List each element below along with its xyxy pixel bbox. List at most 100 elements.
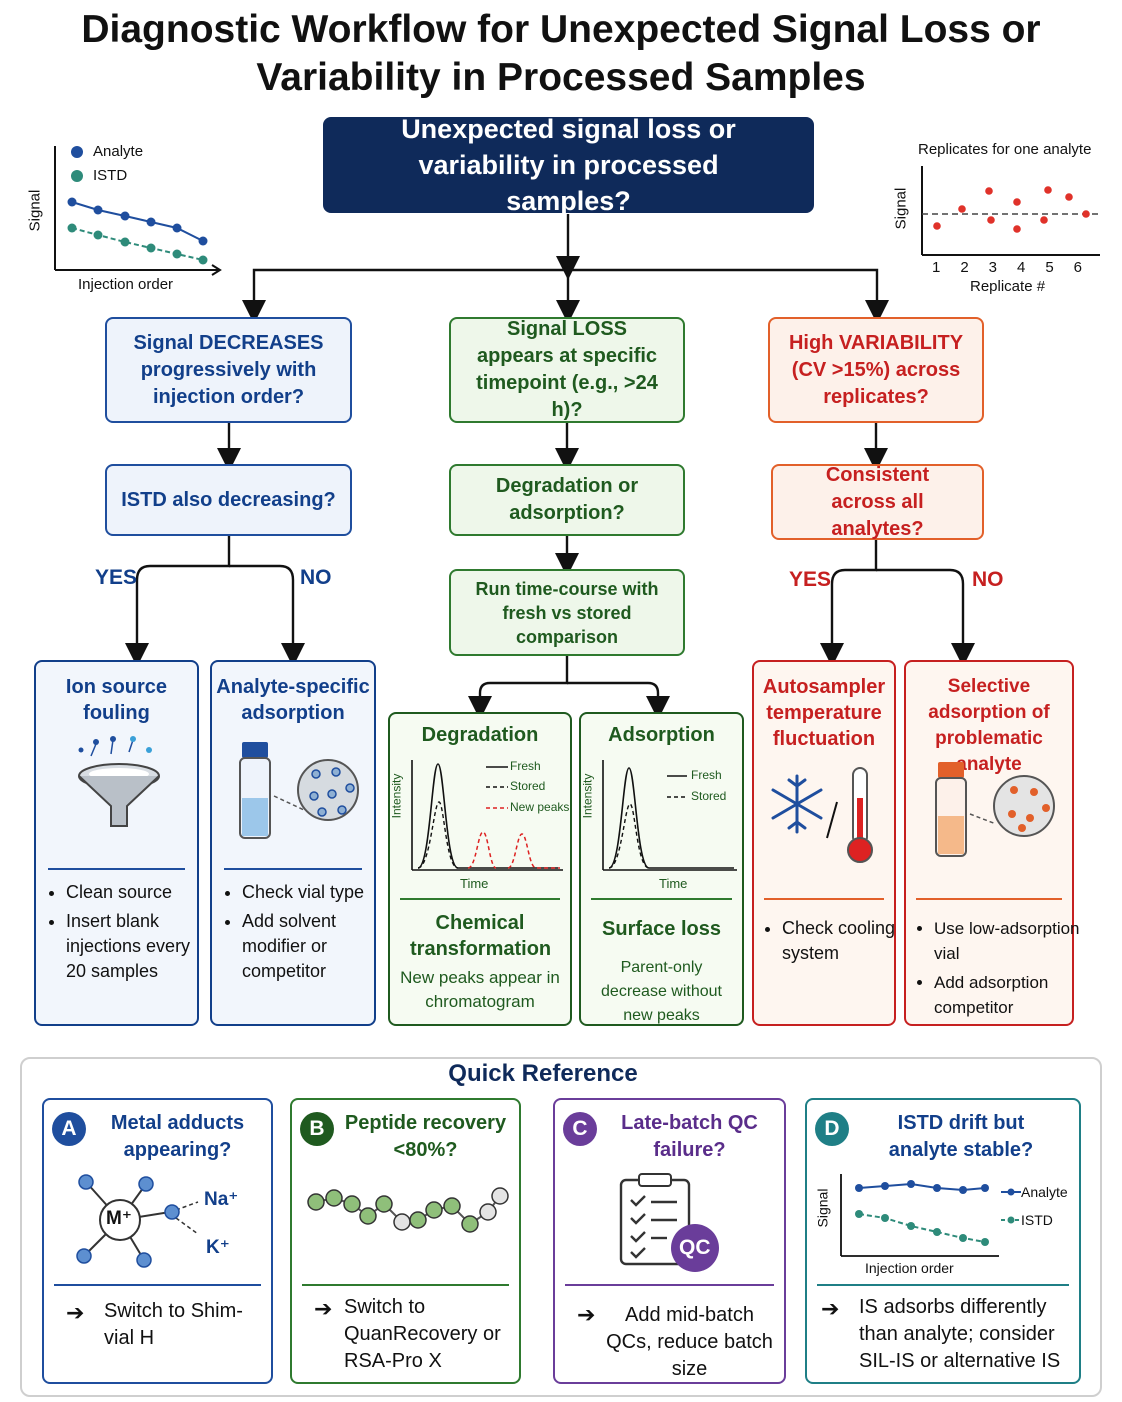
left-inset-plot bbox=[54, 146, 222, 276]
istd-drift-plot bbox=[840, 1174, 1021, 1257]
qc-badge-label: QC bbox=[679, 1236, 711, 1259]
bullet: Check cooling system bbox=[782, 916, 906, 966]
blue-yes-label: YES bbox=[95, 566, 138, 589]
metal-center-label: M⁺ bbox=[106, 1208, 132, 1229]
card-divider bbox=[916, 898, 1062, 900]
tick-2: 2 bbox=[960, 259, 969, 276]
card-analyte-adsorption-title: Analyte-specific adsorption bbox=[216, 676, 370, 724]
q-consistent-text: Consistent across all analytes? bbox=[825, 463, 930, 540]
quick-card-d-action: IS adsorbs differently than analyte; con… bbox=[859, 1296, 1061, 1372]
tick-4: 4 bbox=[1016, 259, 1026, 276]
right-inset-ylabel: Signal bbox=[892, 187, 910, 230]
card-adsorption-title: Adsorption bbox=[608, 724, 715, 746]
quick-card-a-title: Metal adducts appearing? bbox=[110, 1112, 245, 1161]
legend-analyte-dot bbox=[71, 146, 83, 158]
flow-connectors bbox=[125, 214, 975, 720]
right-inset-plot bbox=[921, 166, 1100, 256]
card-adsorption[interactable]: Adsorption Fresh Stored Intensity Time S… bbox=[579, 712, 744, 1026]
step-time-course[interactable]: Run time-course with fresh vs stored com… bbox=[449, 569, 685, 656]
legend-istd-dot bbox=[71, 170, 83, 182]
blue-no-label: NO bbox=[300, 566, 332, 589]
q-high-variability-text: High VARIABILITY (CV >15%) across replic… bbox=[788, 331, 964, 408]
bullet: Add solvent modifier or competitor bbox=[242, 909, 382, 984]
tick-5: 5 bbox=[1045, 259, 1054, 276]
card-divider bbox=[764, 898, 884, 900]
card-divider bbox=[400, 898, 560, 900]
legend-new-peaks: New peaks bbox=[510, 800, 570, 814]
quick-reference-title: Quick Reference bbox=[448, 1060, 638, 1087]
title-line-2: Variability in Processed Samples bbox=[256, 56, 866, 99]
bullet: Use low-adsorption vial bbox=[934, 916, 1084, 966]
arrow-right-icon: ➔ bbox=[821, 1296, 840, 1321]
quick-card-b-action: Switch to QuanRecovery or RSA-Pro X bbox=[344, 1296, 501, 1372]
degradation-xlabel: Time bbox=[460, 876, 489, 891]
q-istd-decreasing[interactable]: ISTD also decreasing? bbox=[105, 464, 352, 536]
adsorption-ylabel: Intensity bbox=[580, 773, 595, 819]
card-degradation[interactable]: Degradation Fresh Stored New peaks Inten… bbox=[388, 712, 572, 1026]
q-high-variability[interactable]: High VARIABILITY (CV >15%) across replic… bbox=[768, 317, 984, 423]
left-inset-ylabel: Signal bbox=[26, 189, 44, 232]
card-divider bbox=[224, 868, 362, 870]
left-inset-chart: Analyte ISTD Signal Injection order bbox=[26, 138, 230, 298]
bullet: Check vial type bbox=[242, 880, 382, 905]
q-degradation-text: Degradation or adsorption? bbox=[495, 475, 639, 524]
card-selective-adsorption-title: Selective adsorption of problematic anal… bbox=[928, 676, 1050, 775]
card-divider bbox=[565, 1284, 774, 1286]
vial-icon bbox=[239, 742, 359, 839]
q-degradation-or-adsorption[interactable]: Degradation or adsorption? bbox=[449, 464, 685, 536]
funnel-icon bbox=[78, 736, 160, 827]
quick-card-b[interactable]: B Peptide recovery <80%? ➔ Switch to Qua… bbox=[290, 1098, 521, 1384]
legend-fresh: Fresh bbox=[691, 768, 722, 782]
quick-card-d-title: ISTD drift but analyte stable? bbox=[888, 1112, 1034, 1161]
q-signal-decreases[interactable]: Signal DECREASES progressively with inje… bbox=[105, 317, 352, 423]
card-selective-adsorption[interactable]: Selective adsorption of problematic anal… bbox=[904, 660, 1080, 1026]
legend-istd-label: ISTD bbox=[93, 167, 128, 184]
metal-adduct-icon bbox=[76, 1174, 199, 1268]
q-signal-loss-timepoint[interactable]: Signal LOSS appears at specific timepoin… bbox=[449, 317, 685, 423]
tick-1: 1 bbox=[932, 259, 941, 276]
badge-d: D bbox=[815, 1112, 849, 1146]
card-adsorption-subtitle: Surface loss bbox=[602, 918, 721, 940]
vial-icon bbox=[935, 762, 1055, 857]
page-title: Diagnostic Workflow for Unexpected Signa… bbox=[0, 6, 1122, 102]
left-inset-xlabel: Injection order bbox=[78, 276, 174, 293]
root-question-text: Unexpected signal loss or variability in… bbox=[401, 114, 736, 216]
card-degradation-subtitle: Chemical transformation bbox=[410, 912, 552, 960]
legend-stored: Stored bbox=[510, 779, 546, 793]
legend-analyte-label: Analyte bbox=[93, 143, 144, 160]
right-inset-xlabel: Replicate # bbox=[970, 278, 1046, 295]
bullet: Add adsorption competitor bbox=[934, 970, 1084, 1020]
peptide-chain-icon bbox=[307, 1187, 509, 1233]
card-analyte-specific-adsorption[interactable]: Analyte-specific adsorption Check vial t… bbox=[210, 660, 376, 1026]
quick-card-a[interactable]: A Metal adducts appearing? M⁺ Na⁺ K⁺ ➔ S… bbox=[42, 1098, 273, 1384]
sodium-label: Na⁺ bbox=[204, 1189, 239, 1210]
quick-card-a-action: Switch to Shim-vial H bbox=[104, 1300, 243, 1349]
quick-card-d-legend-analyte: Analyte bbox=[1021, 1184, 1068, 1200]
card-divider bbox=[54, 1284, 261, 1286]
card-divider bbox=[817, 1284, 1069, 1286]
card-divider bbox=[591, 898, 732, 900]
card-autosampler-temperature[interactable]: Autosampler temperature fluctuation Chec… bbox=[752, 660, 896, 1026]
arrow-right-icon: ➔ bbox=[577, 1302, 596, 1327]
degradation-chromatogram bbox=[411, 760, 563, 871]
badge-b: B bbox=[300, 1112, 334, 1146]
card-ion-source-fouling[interactable]: Ion source fouling Clean source Insert b… bbox=[34, 660, 199, 1026]
quick-card-c[interactable]: C Late-batch QC failure? QC ➔ Add mid-ba… bbox=[553, 1098, 786, 1384]
legend-fresh: Fresh bbox=[510, 759, 541, 773]
snowflake-thermometer-icon bbox=[771, 767, 873, 863]
bullet: Insert blank injections every 20 samples bbox=[66, 909, 206, 984]
step-time-course-text: Run time-course with fresh vs stored com… bbox=[475, 578, 659, 647]
right-inset-chart: Replicates for one analyte Signal 1 2 3 … bbox=[890, 138, 1105, 298]
card-adsorption-text: Parent-only decrease without new peaks bbox=[601, 959, 722, 1024]
red-yes-label: YES bbox=[789, 568, 832, 591]
quick-card-d[interactable]: D ISTD drift but analyte stable? Signal … bbox=[805, 1098, 1081, 1384]
card-divider bbox=[48, 868, 185, 870]
q-consistent-analytes[interactable]: Consistent across all analytes? bbox=[771, 464, 984, 540]
quick-card-d-xlabel: Injection order bbox=[865, 1260, 954, 1276]
tick-6: 6 bbox=[1073, 259, 1082, 276]
card-analyte-adsorption-bullets: Check vial type Add solvent modifier or … bbox=[222, 880, 382, 988]
root-question-box[interactable]: Unexpected signal loss or variability in… bbox=[323, 114, 814, 216]
potassium-label: K⁺ bbox=[206, 1237, 230, 1258]
badge-a: A bbox=[52, 1112, 86, 1146]
q-istd-decreasing-text: ISTD also decreasing? bbox=[121, 488, 336, 511]
